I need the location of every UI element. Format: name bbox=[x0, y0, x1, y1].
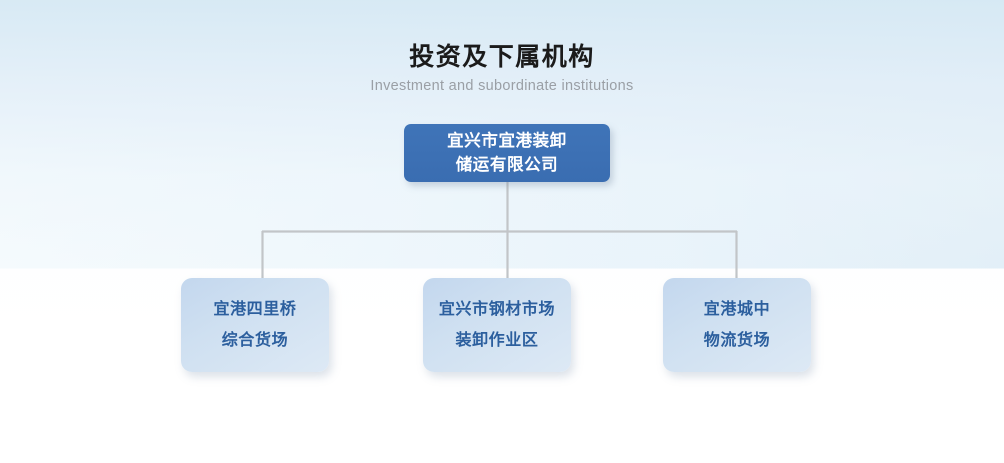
org-node-root-line-1: 宜兴市宜港装卸 bbox=[447, 132, 567, 150]
org-node-child-0-line-1: 宜港四里桥 bbox=[213, 301, 297, 318]
page-subtitle: Investment and subordinate institutions bbox=[370, 78, 634, 94]
org-node-root[interactable]: 宜兴市宜港装卸 储运有限公司 bbox=[404, 124, 610, 182]
org-node-child-2-line-2: 物流货场 bbox=[703, 332, 771, 349]
org-node-root-line-2: 储运有限公司 bbox=[455, 156, 559, 174]
org-node-child-0-line-2: 综合货场 bbox=[221, 332, 289, 349]
page-header: 投资及下属机构 Investment and subordinate insti… bbox=[0, 42, 1004, 95]
org-node-child-chengzhong[interactable]: 宜港城中 物流货场 bbox=[663, 278, 811, 372]
org-node-child-1-line-1: 宜兴市钢材市场 bbox=[438, 301, 556, 318]
org-node-child-2-line-1: 宜港城中 bbox=[703, 301, 771, 318]
page-title: 投资及下属机构 bbox=[409, 43, 595, 71]
org-node-child-1-line-2: 装卸作业区 bbox=[455, 332, 539, 349]
org-node-child-gangcai[interactable]: 宜兴市钢材市场 装卸作业区 bbox=[423, 278, 571, 372]
org-node-child-siliqiao[interactable]: 宜港四里桥 综合货场 bbox=[181, 278, 329, 372]
